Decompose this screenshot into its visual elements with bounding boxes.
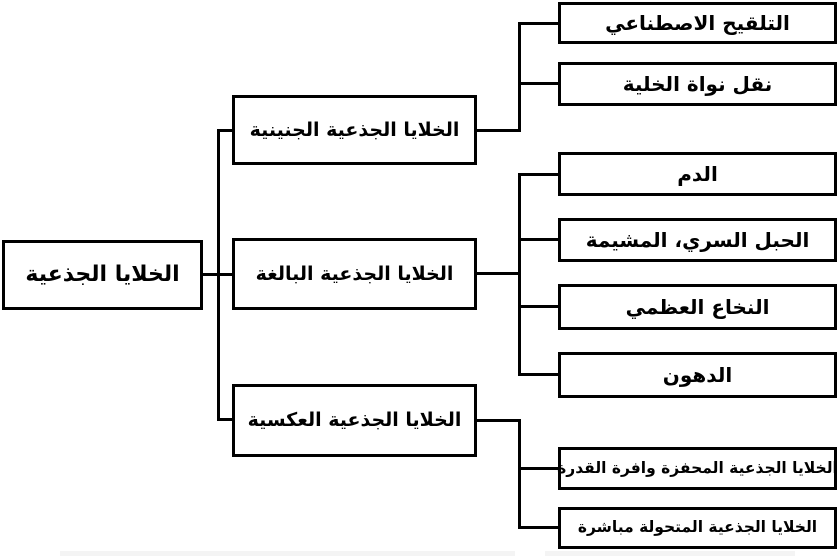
connector-trunk-reverse-group	[518, 419, 521, 529]
connector-left-trunk	[217, 129, 220, 421]
connector-embryonic-out	[474, 129, 521, 132]
connector-stub-embryonic	[217, 129, 235, 132]
connector-branch-artificial-insemination	[518, 22, 561, 25]
leaf-node-directly-converted-stem-cells: الخلايا الجذعية المتحولة مباشرة	[558, 507, 837, 549]
connector-branch-umbilical-cord	[518, 238, 561, 241]
leaf-node-blood: الدم	[558, 152, 837, 196]
leaf-node-artificial-insemination: التلقيح الاصطناعي	[558, 2, 837, 44]
leaf-node-fats: الدهون	[558, 352, 837, 398]
leaf-node-induced-pluripotent-stem-cells: الخلايا الجذعية المحفزة وافرة القدرة	[557, 447, 838, 490]
branch-node-adult-stem-cells: الخلايا الجذعية البالغة	[232, 238, 477, 310]
connector-branch-blood	[518, 173, 561, 176]
connector-branch-bone-marrow	[518, 305, 561, 308]
connector-stub-reverse	[217, 418, 235, 421]
branch-node-embryonic-stem-cells: الخلايا الجذعية الجنينية	[232, 95, 477, 165]
leaf-node-umbilical-cord-placenta: الحبل السري، المشيمة	[558, 218, 837, 262]
connector-trunk-adult-group	[518, 173, 521, 376]
connector-branch-nucleus-transfer	[518, 82, 561, 85]
connector-reverse-out	[474, 419, 521, 422]
scan-artifact	[60, 551, 515, 556]
leaf-node-cell-nucleus-transfer: نقل نواة الخلية	[558, 62, 837, 106]
connector-adult-out	[474, 272, 521, 275]
connector-branch-induced-pluripotent	[518, 467, 561, 470]
connector-branch-directly-converted	[518, 526, 561, 529]
connector-trunk-embryonic-group	[518, 22, 521, 132]
leaf-node-bone-marrow: النخاع العظمي	[558, 284, 837, 330]
root-node-stem-cells: الخلايا الجذعية	[2, 240, 203, 310]
scan-artifact	[545, 551, 795, 556]
connector-branch-fats	[518, 373, 561, 376]
branch-node-reverse-stem-cells: الخلايا الجذعية العكسية	[232, 384, 477, 457]
